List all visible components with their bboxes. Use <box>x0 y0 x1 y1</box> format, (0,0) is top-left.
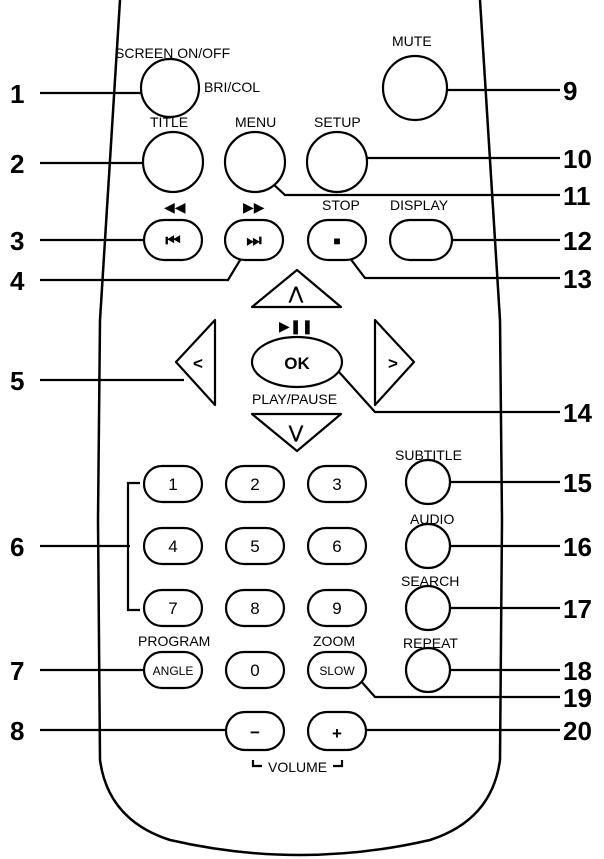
down-button[interactable]: ⋁ <box>250 412 343 453</box>
svg-text:8: 8 <box>250 599 259 618</box>
left-button[interactable]: < <box>174 318 217 407</box>
audio-button[interactable] <box>404 522 452 570</box>
volume-bracket-right <box>333 760 344 768</box>
label-play-pause: PLAY/PAUSE <box>252 391 337 407</box>
svg-text:9: 9 <box>332 599 341 618</box>
label-stop: STOP <box>322 197 360 213</box>
volume-up-button[interactable]: + <box>306 710 368 752</box>
volume-down-button[interactable]: − <box>224 710 286 752</box>
screen-onoff-button[interactable] <box>139 57 201 119</box>
callout-12: 12 <box>563 226 592 256</box>
label-title: TITLE <box>150 114 188 130</box>
menu-button[interactable] <box>223 130 287 194</box>
label-display: DISPLAY <box>390 197 449 213</box>
svg-text:ANGLE: ANGLE <box>153 664 194 678</box>
label-audio: AUDIO <box>410 511 454 527</box>
svg-text:2: 2 <box>250 475 259 494</box>
callout-6: 6 <box>10 532 24 562</box>
right-button[interactable]: > <box>373 318 416 407</box>
digit-button-8[interactable]: 8 <box>224 588 286 628</box>
callout-1: 1 <box>10 79 24 109</box>
digit-button-9[interactable]: 9 <box>306 588 368 628</box>
svg-text:7: 7 <box>168 599 177 618</box>
prev-button[interactable]: ⏮ <box>142 218 204 262</box>
fast-forward-icon: ▶▶ <box>243 199 265 215</box>
left-arrow-icon: < <box>193 354 203 373</box>
up-arrow-icon: ⋀ <box>288 284 304 303</box>
callout-numbers: 1 2 3 4 5 6 7 8 9 10 11 12 13 14 15 16 1… <box>10 76 592 746</box>
svg-text:5: 5 <box>250 537 259 556</box>
callout-18: 18 <box>563 656 592 686</box>
mute-button[interactable] <box>381 54 449 122</box>
svg-text:4: 4 <box>168 537 177 556</box>
callout-5: 5 <box>10 366 24 396</box>
label-repeat: REPEAT <box>403 635 458 651</box>
digit-button-5[interactable]: 5 <box>224 526 286 566</box>
svg-text:SLOW: SLOW <box>319 664 355 678</box>
digit-button-2[interactable]: 2 <box>224 464 286 504</box>
up-button[interactable]: ⋀ <box>250 268 343 309</box>
numeric-bracket <box>126 481 140 612</box>
ok-button[interactable]: OK <box>250 335 344 389</box>
callout-14: 14 <box>563 398 592 428</box>
digit-button-0[interactable]: 0 <box>224 650 286 690</box>
label-subtitle: SUBTITLE <box>395 447 462 463</box>
digit-button-6[interactable]: 6 <box>306 526 368 566</box>
callout-10: 10 <box>563 144 592 174</box>
stop-icon: ■ <box>333 234 340 248</box>
label-program: PROGRAM <box>138 633 210 649</box>
skip-next-icon: ⏭ <box>246 231 262 250</box>
right-arrow-icon: > <box>388 354 398 373</box>
stop-button[interactable]: ■ <box>306 218 368 262</box>
callout-13: 13 <box>563 264 592 294</box>
callout-3: 3 <box>10 226 24 256</box>
callout-4: 4 <box>10 266 25 296</box>
angle-button[interactable]: ANGLE <box>142 650 204 690</box>
callout-11: 11 <box>563 181 591 211</box>
down-arrow-icon: ⋁ <box>288 423 304 442</box>
callout-2: 2 <box>10 149 24 179</box>
label-zoom: ZOOM <box>313 633 355 649</box>
svg-text:3: 3 <box>332 475 341 494</box>
callout-16: 16 <box>563 532 592 562</box>
label-search: SEARCH <box>401 573 459 589</box>
digit-button-1[interactable]: 1 <box>142 464 204 504</box>
svg-text:1: 1 <box>168 475 177 494</box>
next-button[interactable]: ⏭ <box>223 218 285 262</box>
repeat-button[interactable] <box>404 646 452 694</box>
rewind-icon: ◀◀ <box>164 199 186 215</box>
callout-8: 8 <box>10 716 24 746</box>
play-pause-icon: ▶❚❚ <box>279 318 313 335</box>
digit-button-7[interactable]: 7 <box>142 588 204 628</box>
digit-button-4[interactable]: 4 <box>142 526 204 566</box>
skip-prev-icon: ⏮ <box>165 231 180 250</box>
title-button[interactable] <box>141 130 205 194</box>
label-bricol: BRI/COL <box>204 79 260 95</box>
callout-15: 15 <box>563 468 592 498</box>
svg-text:6: 6 <box>332 537 341 556</box>
svg-text:0: 0 <box>250 661 259 680</box>
digit-button-3[interactable]: 3 <box>306 464 368 504</box>
ok-label: OK <box>284 354 310 373</box>
callout-20: 20 <box>563 716 592 746</box>
display-button[interactable] <box>388 218 454 262</box>
label-screen-onoff: SCREEN ON/OFF <box>115 45 230 61</box>
callout-19: 19 <box>563 683 592 713</box>
search-button[interactable] <box>404 584 452 632</box>
slow-button[interactable]: SLOW <box>306 650 368 690</box>
callout-9: 9 <box>563 76 577 106</box>
subtitle-button[interactable] <box>404 458 452 506</box>
label-menu: MENU <box>235 114 276 130</box>
minus-icon: − <box>250 723 260 742</box>
setup-button[interactable] <box>305 130 369 194</box>
label-mute: MUTE <box>392 33 432 49</box>
volume-bracket-left <box>251 760 262 768</box>
label-volume: VOLUME <box>268 759 327 775</box>
callout-17: 17 <box>563 594 592 624</box>
callout-7: 7 <box>10 656 24 686</box>
label-setup: SETUP <box>314 114 361 130</box>
plus-icon: + <box>332 724 342 743</box>
